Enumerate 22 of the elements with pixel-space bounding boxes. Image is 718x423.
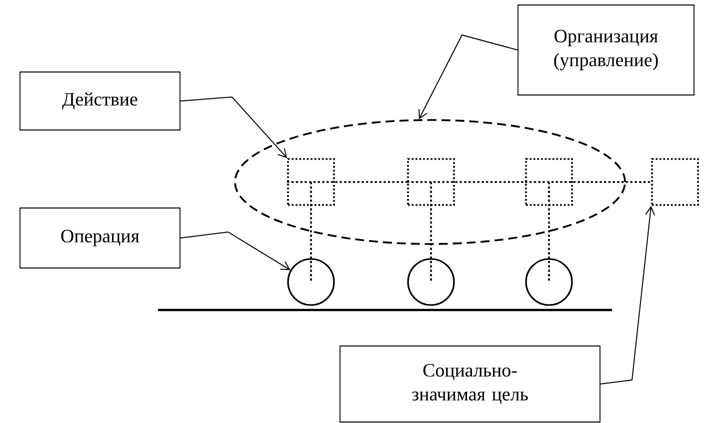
- dotted-square: [651, 158, 699, 206]
- dotted-line: [407, 181, 526, 183]
- dotted-square: [407, 158, 455, 206]
- dotted-line: [548, 182, 550, 282]
- dotted-line: [430, 182, 432, 282]
- text-box: Организация (управление): [518, 4, 694, 96]
- dashed-ellipse: [234, 119, 626, 245]
- dotted-line: [287, 181, 408, 183]
- text-box: Действие: [20, 72, 180, 130]
- circle: [407, 258, 455, 306]
- text-box: Операция: [20, 208, 180, 268]
- arrow: [180, 96, 288, 158]
- arrow: [418, 34, 518, 120]
- circle: [525, 258, 573, 306]
- dotted-square: [525, 158, 573, 206]
- text-box: Социально- значимая цель: [340, 346, 600, 422]
- dotted-line: [310, 182, 312, 282]
- circle: [287, 258, 335, 306]
- dotted-square: [287, 158, 335, 206]
- arrow: [600, 206, 656, 384]
- arrow: [180, 231, 290, 270]
- dotted-line: [525, 181, 652, 183]
